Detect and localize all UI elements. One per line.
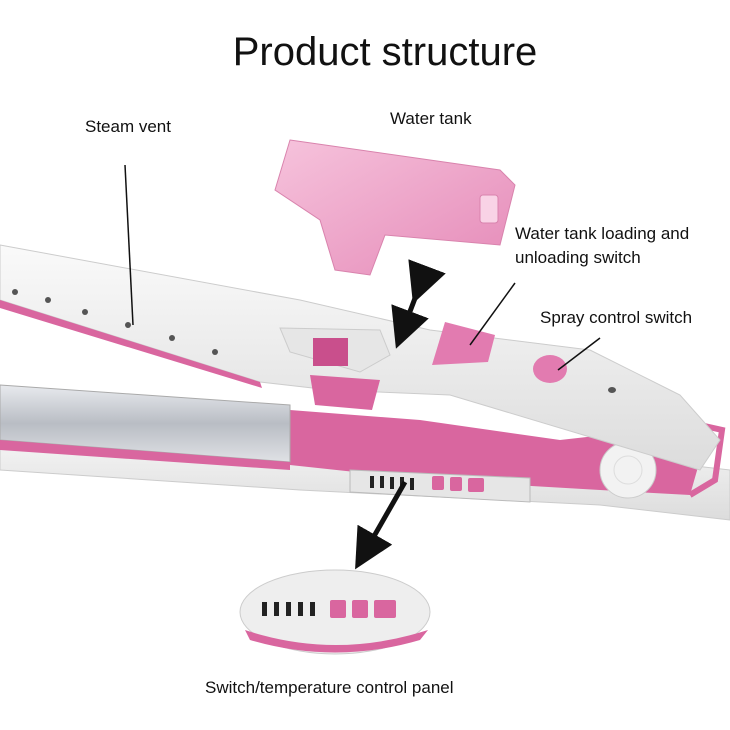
control-panel-inset (239, 569, 431, 655)
tank-switch-pointer (469, 282, 516, 346)
label-control-panel: Switch/temperature control panel (205, 678, 454, 697)
tank-double-arrow (391, 259, 446, 349)
panel-arrow (355, 480, 408, 570)
label-water-tank: Water tank (390, 109, 472, 128)
label-tank-switch-1: Water tank loading and (515, 224, 690, 243)
spray-switch (533, 355, 567, 383)
water-tank (274, 139, 516, 276)
spray-switch-pointer (557, 337, 601, 371)
page-title: Product structure (232, 30, 538, 74)
tank-switch (432, 322, 495, 365)
label-spray-switch: Spray control switch (540, 308, 693, 327)
upper-arm (0, 244, 721, 471)
label-tank-switch-2: unloading switch (515, 248, 641, 267)
label-steam-vent: Steam vent (85, 117, 171, 136)
lower-arm (0, 384, 730, 521)
steam-vent-pointer (124, 164, 134, 326)
